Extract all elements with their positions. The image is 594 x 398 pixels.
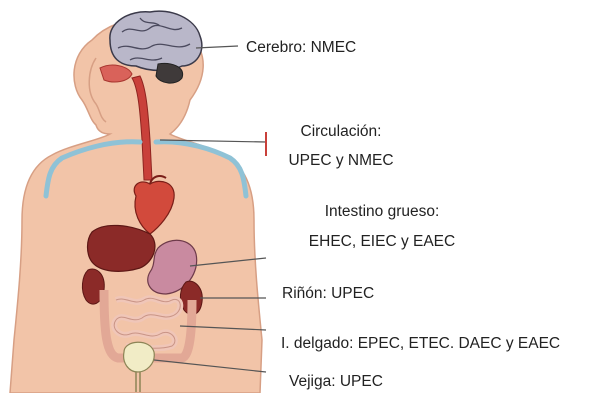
liver-icon — [88, 225, 155, 271]
label-intestino-pathotypes: EHEC, EIEC y EAEC — [282, 232, 482, 252]
label-cerebro: Cerebro: NMEC — [246, 38, 356, 58]
label-circulacion-title: Circulación: — [286, 122, 396, 142]
label-vejiga: Vejiga: UPEC — [289, 372, 383, 392]
label-intestino-title: Intestino grueso: — [282, 202, 482, 222]
label-circulacion-pathotypes: UPEC y NMEC — [286, 151, 396, 171]
label-intestino-delgado: I. delgado: EPEC, ETEC. DAEC y EAEC — [281, 334, 560, 354]
brain-icon — [110, 11, 202, 70]
label-circulacion: Circulación: UPEC y NMEC — [286, 122, 396, 171]
label-rinon: Riñón: UPEC — [282, 284, 374, 304]
label-intestino-grueso: Intestino grueso: EHEC, EIEC y EAEC — [282, 202, 482, 252]
